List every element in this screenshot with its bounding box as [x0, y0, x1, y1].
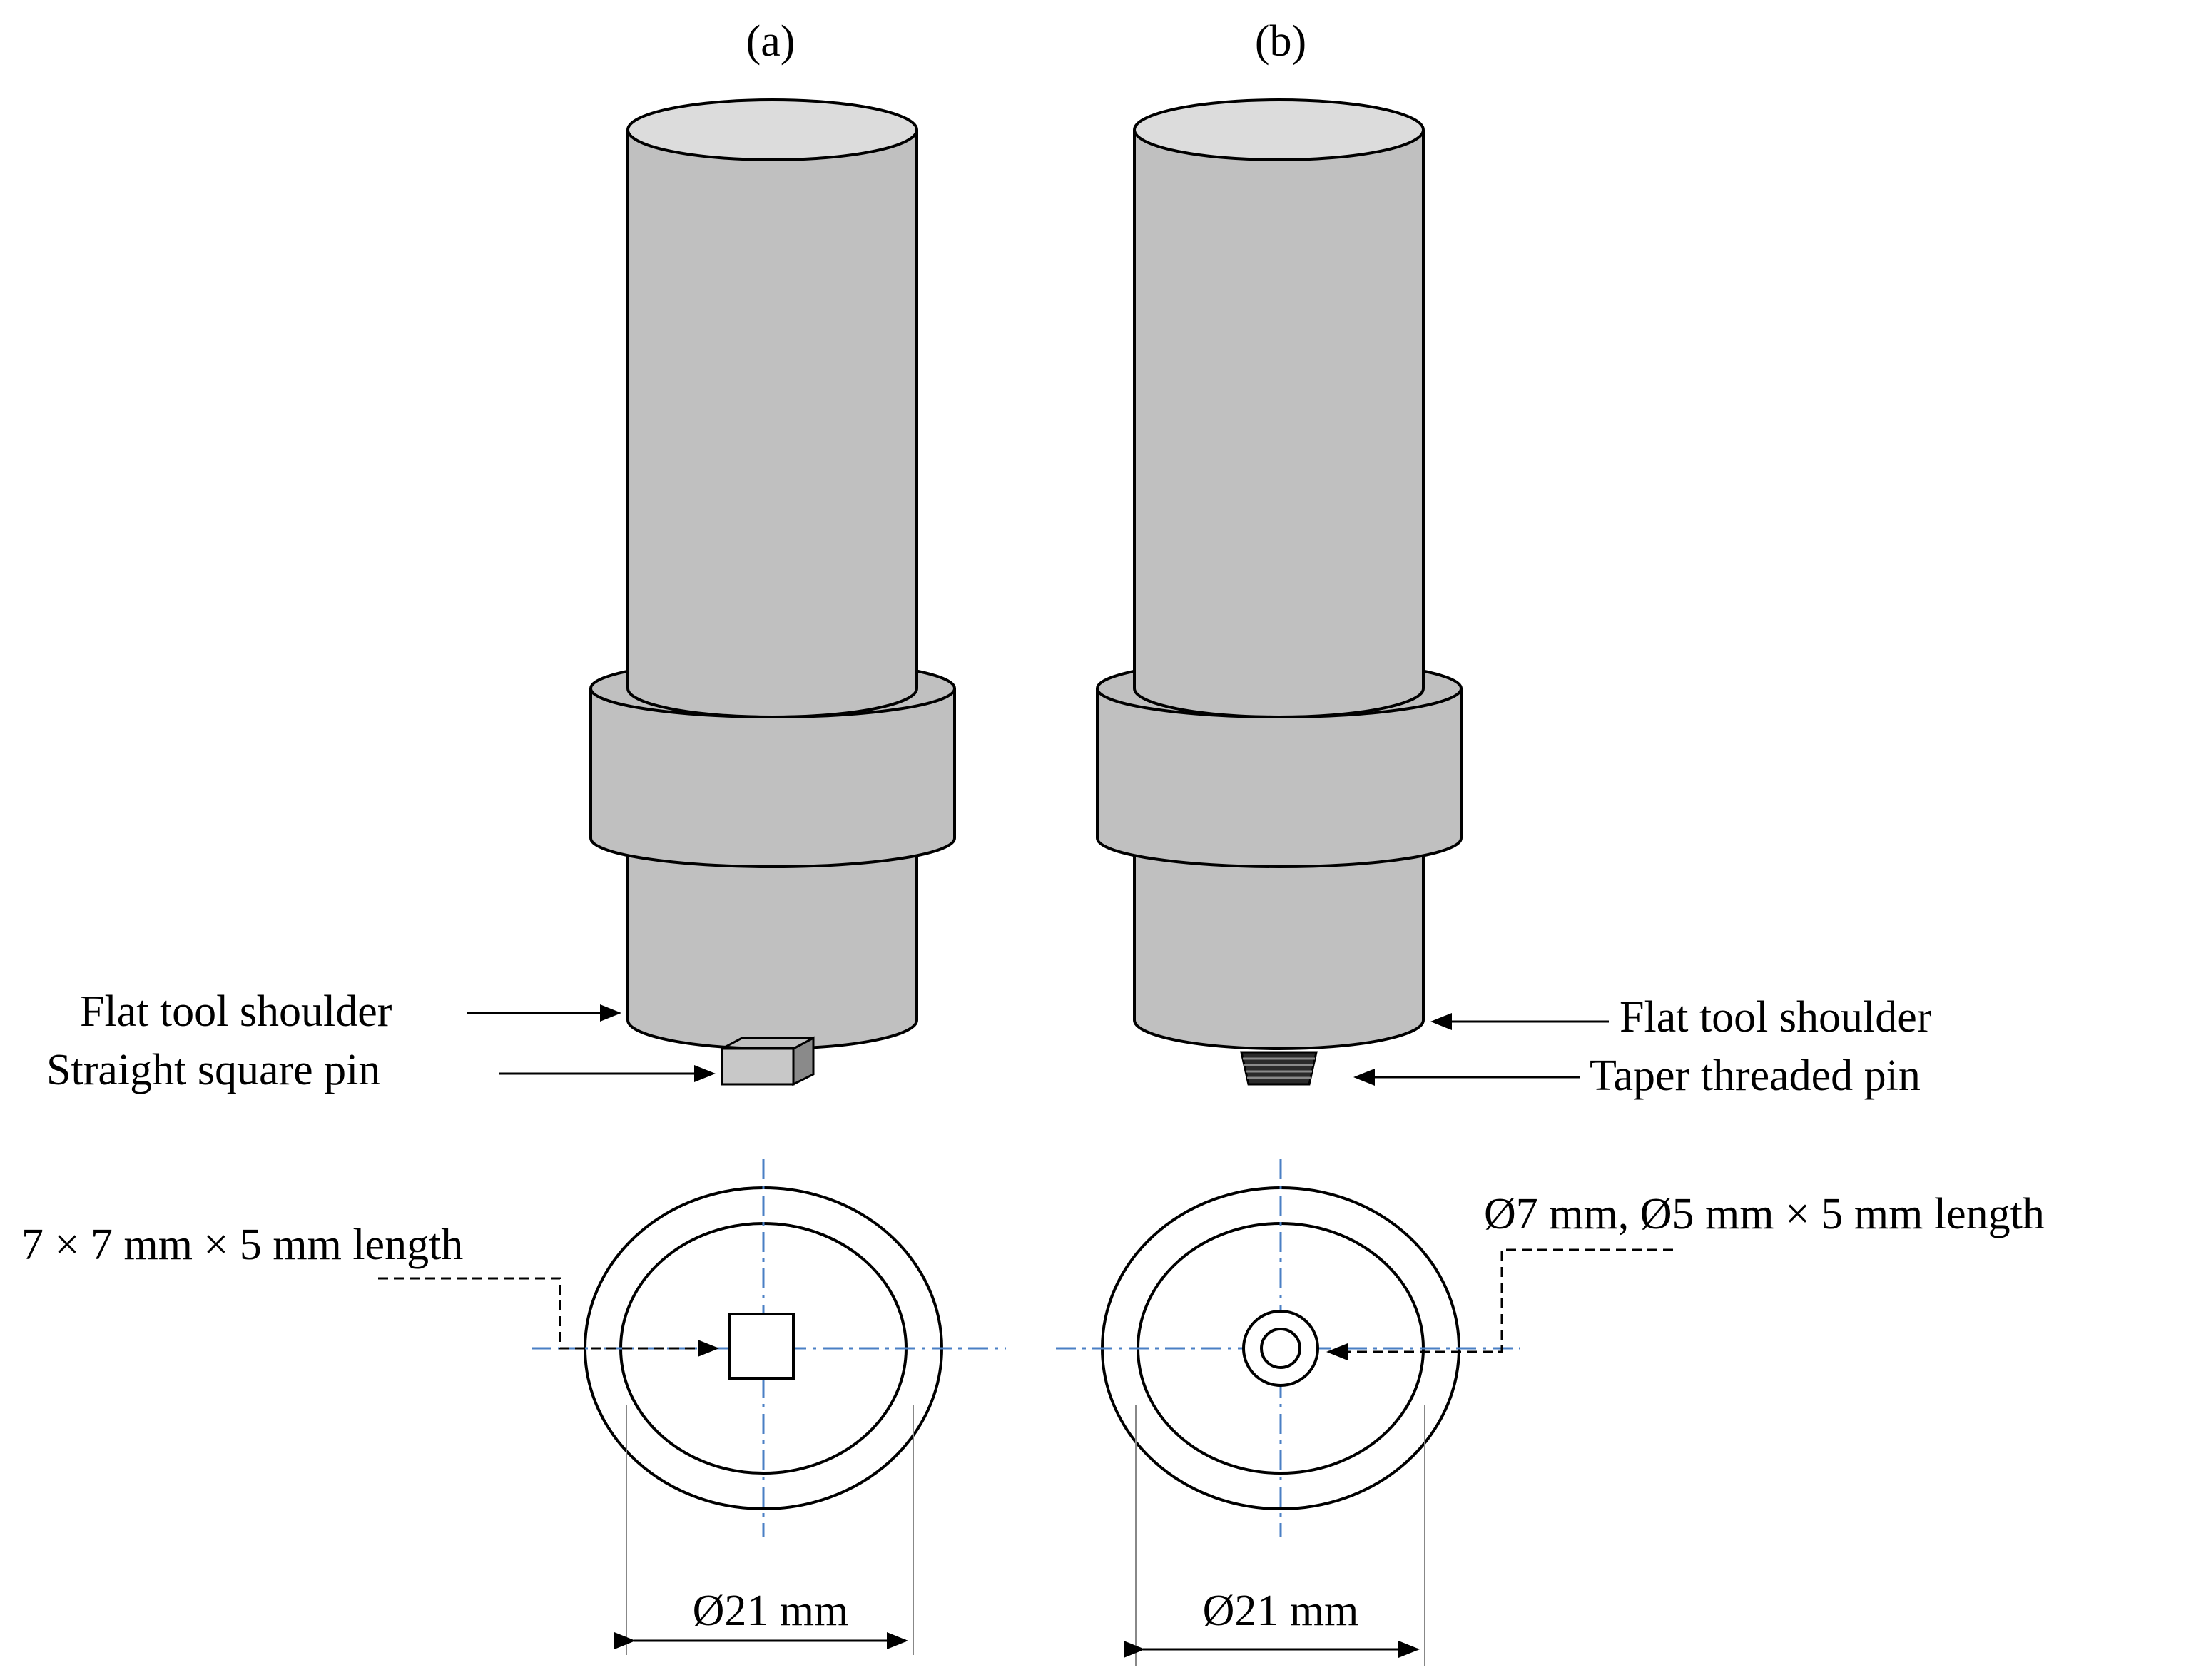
flat-shoulder-face: [1133, 1019, 1425, 1050]
flat-shoulder-face: [626, 1019, 918, 1050]
shoulder-diameter-label: Ø21 mm: [693, 1587, 849, 1635]
plan-view-b: Ø7 mm, Ø5 mm × 5 mm length Ø21 mm: [1056, 1159, 2045, 1666]
upper-shank-sides: [1133, 130, 1425, 688]
pin-dimension-label: 7 × 7 mm × 5 mm length: [21, 1221, 463, 1269]
collar-bottom: [589, 838, 956, 868]
tool-body-b: [1096, 98, 1463, 1086]
top-face: [1133, 98, 1425, 161]
upper-shank: [1134, 130, 1423, 688]
shoulder-callout-label: Flat tool shoulder: [1620, 993, 1932, 1042]
pin-callout-label: Straight square pin: [46, 1046, 380, 1094]
upper-shank-bottom: [1133, 688, 1425, 718]
collar-sides: [1096, 688, 1463, 838]
plan-view-a: 7 × 7 mm × 5 mm length Ø21 mm: [21, 1159, 1006, 1655]
collar-sides: [589, 688, 956, 838]
pin-dimension-leader: [378, 1277, 719, 1357]
panel-label: (b): [1255, 17, 1306, 66]
square-pin-section: [728, 1313, 795, 1380]
taper-threaded-pin: [1240, 1051, 1318, 1086]
upper-shank: [628, 130, 917, 688]
collar-bottom: [1096, 838, 1463, 868]
tool-body-a: [589, 98, 956, 1086]
top-face: [626, 98, 918, 161]
square-pin: [721, 1036, 815, 1086]
panel-b: (b) Flat tool shoulder Taper: [1056, 17, 2045, 1666]
pin-outer-circle: [1242, 1310, 1319, 1387]
shoulder-callout-label: Flat tool shoulder: [80, 987, 392, 1036]
shoulder-diameter-label: Ø21 mm: [1203, 1587, 1359, 1635]
pin-dimension-label: Ø7 mm, Ø5 mm × 5 mm length: [1484, 1190, 2045, 1238]
upper-shank-sides: [626, 130, 918, 688]
panel-a: (a) Flat tool shoulder: [21, 17, 1006, 1655]
pin-inner-circle: [1260, 1328, 1301, 1369]
pin-dimension-leader: [1326, 1248, 1673, 1360]
upper-shank-bottom: [626, 688, 918, 718]
pin-callout-label: Taper threaded pin: [1590, 1052, 1921, 1100]
panel-label: (a): [746, 17, 795, 66]
